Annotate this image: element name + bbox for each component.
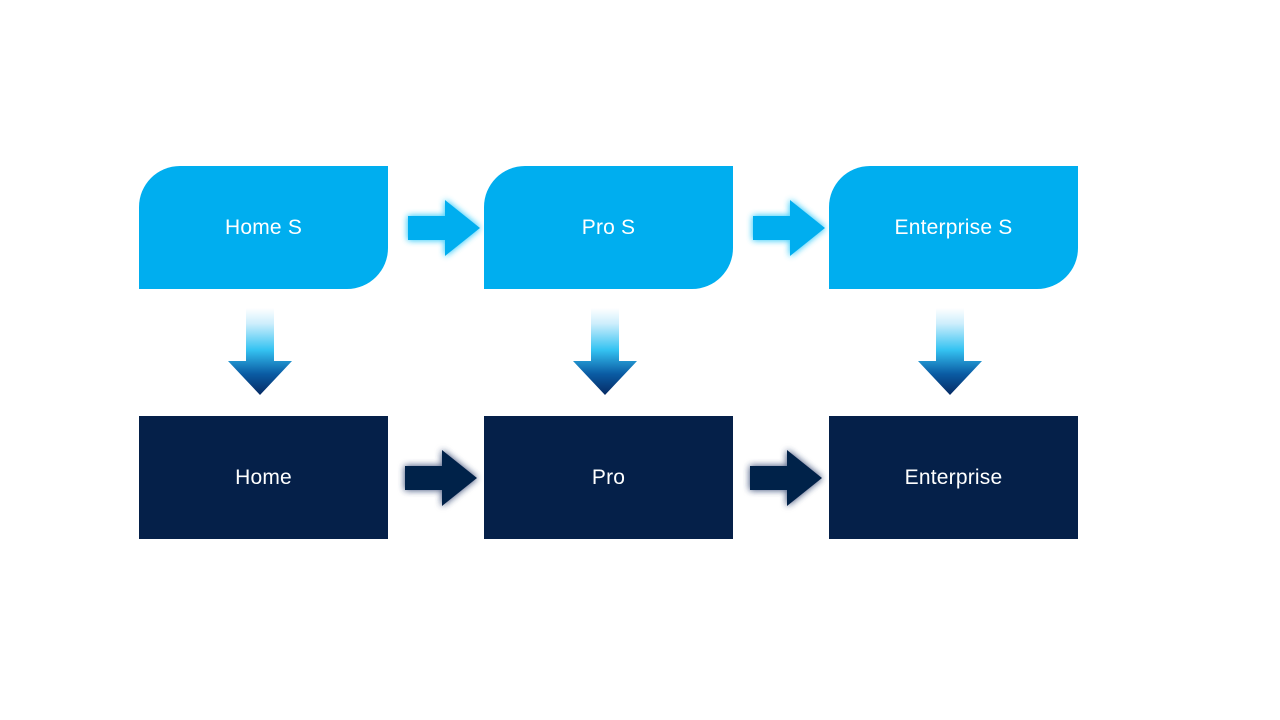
arrow-right-icon (743, 439, 829, 517)
node-enterprise[interactable]: Enterprise (829, 416, 1078, 539)
node-pro-s[interactable]: Pro S (484, 166, 733, 289)
node-enterprise-s[interactable]: Enterprise S (829, 166, 1078, 289)
arrow-right-icon (401, 189, 487, 267)
node-label: Home S (224, 215, 303, 239)
arrow-down-icon (221, 300, 299, 404)
node-label: Enterprise S (894, 215, 1013, 239)
node-label: Pro S (581, 215, 636, 239)
node-label: Home (235, 465, 292, 489)
node-label: Pro (591, 465, 626, 489)
node-home-s[interactable]: Home S (139, 166, 388, 289)
node-label: Enterprise (904, 465, 1003, 489)
arrow-down-icon (911, 300, 989, 404)
arrow-down-icon (566, 300, 644, 404)
arrow-right-icon (398, 439, 484, 517)
node-home[interactable]: Home (139, 416, 388, 539)
node-pro[interactable]: Pro (484, 416, 733, 539)
arrow-right-icon (746, 189, 832, 267)
